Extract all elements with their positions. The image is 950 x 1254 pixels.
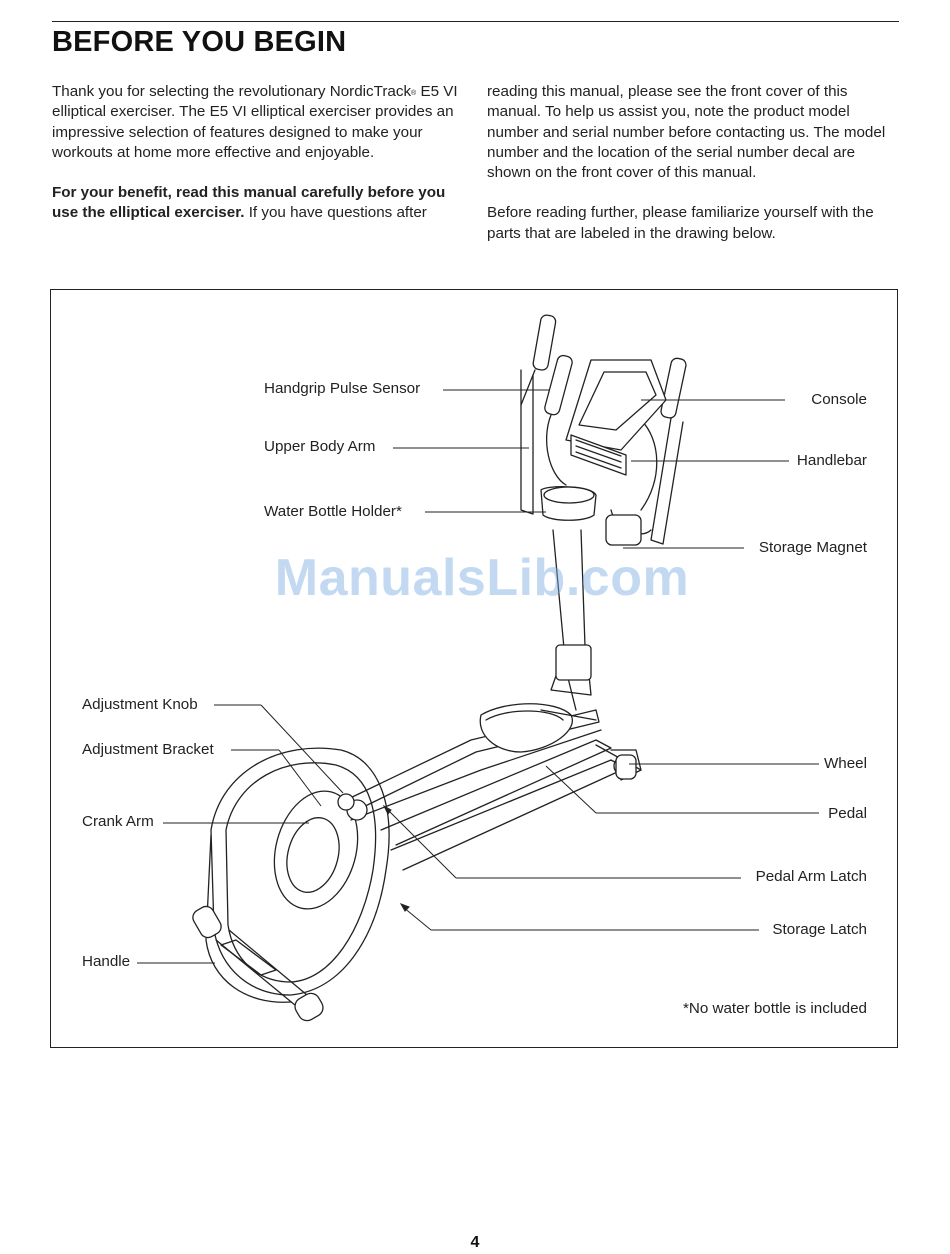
label-pedal: Pedal <box>828 805 867 822</box>
label-adjustment-knob: Adjustment Knob <box>82 696 198 713</box>
front-stabilizer <box>192 905 324 1022</box>
parts-diagram: ManualsLib.com Handgrip Pulse Sensor Upp… <box>50 289 898 1048</box>
label-handle: Handle <box>82 953 131 970</box>
label-storage-magnet: Storage Magnet <box>758 539 867 556</box>
leader-lines <box>137 389 819 964</box>
registered-mark: ® <box>411 90 417 97</box>
upright-mast <box>540 529 597 721</box>
intro-column-left: Thank you for selecting the revolutionar… <box>52 82 464 244</box>
handlebar-drawing <box>544 354 658 546</box>
intro-paragraph-2: For your benefit, read this manual caref… <box>52 184 446 222</box>
page-title: BEFORE YOU BEGIN <box>52 26 347 58</box>
label-upper-body-arm: Upper Body Arm <box>264 438 376 455</box>
label-storage-latch: Storage Latch <box>772 921 867 938</box>
label-water-bottle-holder: Water Bottle Holder* <box>264 503 402 520</box>
pedal-arms <box>337 703 602 821</box>
label-handlebar: Handlebar <box>796 452 867 469</box>
watermark: ManualsLib.com <box>274 549 690 607</box>
rear-wheel-drawing <box>595 744 642 780</box>
label-crank-arm: Crank Arm <box>82 813 154 830</box>
intro-paragraph-3: Before reading further, please familiari… <box>487 204 874 242</box>
label-pedal-arm-latch: Pedal Arm Latch <box>755 868 867 885</box>
bottle-holder-drawing <box>540 486 597 521</box>
intro-paragraph-1: Thank you for selecting the revolutionar… <box>52 83 458 161</box>
intro-warning-bold: For your benefit, read this manual caref… <box>52 184 446 222</box>
label-wheel: Wheel <box>823 755 867 772</box>
page-number: 4 <box>470 1234 480 1251</box>
footnote: *No water bottle is included <box>682 1000 867 1017</box>
intro-paragraph-2-continued: reading this manual, please see the fron… <box>487 83 886 182</box>
label-console: Console <box>811 391 867 408</box>
intro-column-right: reading this manual, please see the fron… <box>487 82 899 264</box>
label-adjustment-bracket: Adjustment Bracket <box>82 741 214 758</box>
console-drawing <box>565 359 667 476</box>
label-handgrip-pulse-sensor: Handgrip Pulse Sensor <box>264 380 421 397</box>
elliptical-drawing <box>192 314 687 1022</box>
top-rule <box>52 21 899 22</box>
